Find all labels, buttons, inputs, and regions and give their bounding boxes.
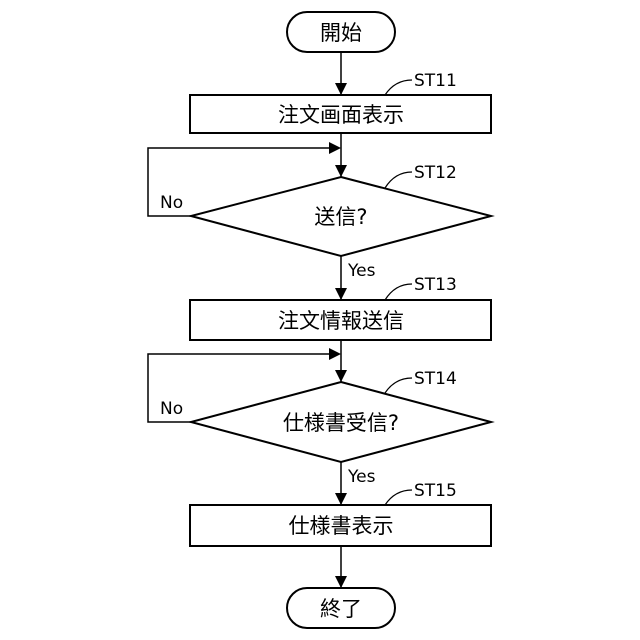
arrowhead-st11-to-st12 — [335, 165, 347, 177]
process-st13: 注文情報送信 — [190, 300, 491, 340]
process-st11: 注文画面表示 — [190, 95, 491, 133]
arrowhead-st12-yes — [335, 288, 347, 300]
arrowhead-st13-to-st14 — [335, 370, 347, 382]
st12-label: 送信? — [314, 205, 367, 229]
st15-label: 仕様書表示 — [289, 514, 394, 538]
arrowhead-start-to-st11 — [335, 83, 347, 95]
st12-yes-label: Yes — [347, 261, 376, 281]
st14-leader-line — [385, 378, 412, 393]
arrowhead-st14-no-loop — [329, 348, 341, 360]
end-label: 終了 — [320, 597, 362, 621]
st15-step-id: ST15 — [414, 481, 457, 501]
st12-step-id: ST12 — [414, 163, 457, 183]
st13-leader-line — [385, 284, 412, 300]
arrowhead-st15-to-end — [335, 576, 347, 588]
decision-st14: 仕様書受信? — [191, 382, 491, 462]
arrowhead-st14-yes — [335, 493, 347, 505]
st12-leader-line — [385, 172, 412, 188]
st11-leader-line — [385, 80, 412, 95]
arrowhead-st12-no-loop — [329, 142, 341, 154]
st11-label: 注文画面表示 — [278, 103, 404, 127]
st13-step-id: ST13 — [414, 275, 457, 295]
process-st15: 仕様書表示 — [190, 505, 491, 546]
st14-step-id: ST14 — [414, 369, 457, 389]
st11-step-id: ST11 — [414, 71, 457, 91]
st15-leader-line — [385, 490, 412, 505]
st14-no-label: No — [160, 399, 183, 419]
st12-no-label: No — [160, 193, 183, 213]
start-label: 開始 — [320, 21, 362, 45]
end-terminator: 終了 — [287, 588, 395, 628]
decision-st12: 送信? — [191, 177, 491, 256]
st14-label: 仕様書受信? — [283, 411, 399, 435]
st14-yes-label: Yes — [347, 467, 376, 487]
start-terminator: 開始 — [287, 12, 395, 52]
st13-label: 注文情報送信 — [278, 309, 404, 333]
